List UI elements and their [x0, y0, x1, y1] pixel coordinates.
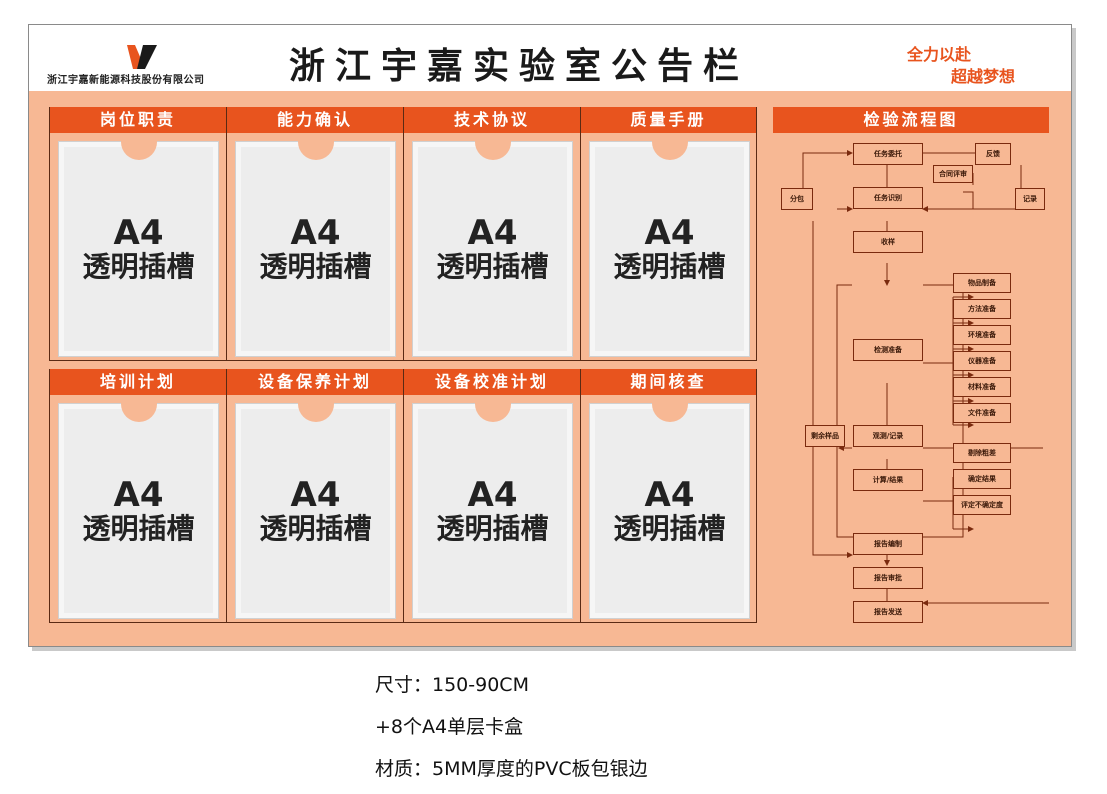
slot-size-label: A4	[467, 213, 518, 253]
flow-node-report-send: 报告发送	[853, 601, 923, 623]
pocket-notch	[652, 396, 688, 422]
flow-node-task-identify: 任务识别	[853, 187, 923, 209]
flow-node-material-prep: 材料准备	[953, 377, 1011, 397]
flow-node-observe-record: 观测/记录	[853, 425, 923, 447]
pocket-notch	[298, 396, 334, 422]
flow-node-report-approve: 报告审批	[853, 567, 923, 589]
slot-size-label: A4	[113, 213, 164, 253]
yj-logo-icon	[127, 45, 157, 69]
flow-node-remaining-sample: 剩余样品	[805, 425, 845, 447]
slot-pocket-label: 透明插槽	[82, 512, 195, 545]
slot-pocket-label: 透明插槽	[436, 512, 549, 545]
slot-title: 岗位职责	[50, 107, 226, 133]
board-title: 浙江宇嘉实验室公告栏	[289, 46, 750, 87]
slot-pocket-label: 透明插槽	[82, 250, 195, 283]
slot-title: 期间核查	[581, 369, 756, 395]
slot-size-label: A4	[290, 213, 341, 253]
slot-title: 技术协议	[404, 107, 580, 133]
flow-node-determine-result: 确定结果	[953, 469, 1011, 489]
slot-size-label: A4	[113, 475, 164, 515]
slot-pocket-label: 透明插槽	[436, 250, 549, 283]
slot-pocket-label: 透明插槽	[613, 512, 726, 545]
flow-node-report-prepare: 报告编制	[853, 533, 923, 555]
caption-boxes: +8个A4单层卡盒	[375, 716, 524, 738]
caption-size: 尺寸：150-90CM	[375, 674, 529, 696]
slot-size-label: A4	[290, 475, 341, 515]
flow-node-feedback: 反馈	[975, 143, 1011, 165]
slogan-line-1: 全力以赴	[907, 45, 972, 64]
flow-node-method-prep: 方法准备	[953, 299, 1011, 319]
company-name: 浙江宇嘉新能源科技股份有限公司	[47, 75, 205, 86]
caption-material: 材质：5MM厚度的PVC板包银边	[375, 758, 648, 780]
slot-pocket-label: 透明插槽	[259, 250, 372, 283]
flow-node-env-prep: 环境准备	[953, 325, 1011, 345]
flow-node-item-prep: 物品制备	[953, 273, 1011, 293]
slot-title: 设备校准计划	[404, 369, 580, 395]
pocket-notch	[475, 396, 511, 422]
slot-title: 质量手册	[581, 107, 756, 133]
slot-size-label: A4	[644, 213, 695, 253]
flow-node-subcontract: 分包	[781, 188, 813, 210]
slot-title: 培训计划	[50, 369, 226, 395]
pocket-notch	[652, 134, 688, 160]
slot-pocket-label: 透明插槽	[613, 250, 726, 283]
slot-size-label: A4	[467, 475, 518, 515]
pocket-notch	[298, 134, 334, 160]
flow-chart-title: 检验流程图	[773, 107, 1049, 133]
slot-pocket-label: 透明插槽	[259, 512, 372, 545]
flow-node-receive-sample: 收样	[853, 231, 923, 253]
pocket-notch	[475, 134, 511, 160]
flow-node-contract-review: 合同评审	[933, 165, 973, 183]
flow-node-instrument-prep: 仪器准备	[953, 351, 1011, 371]
slogan-line-2: 超越梦想	[951, 67, 1016, 86]
flow-node-eval-uncertainty: 评定不确定度	[953, 495, 1011, 515]
flow-node-document-prep: 文件准备	[953, 403, 1011, 423]
pocket-notch	[121, 134, 157, 160]
flow-node-remove-error: 剔除粗差	[953, 443, 1011, 463]
pocket-notch	[121, 396, 157, 422]
slot-size-label: A4	[644, 475, 695, 515]
flow-node-calc-result: 计算/结果	[853, 469, 923, 491]
flow-node-task-commission: 任务委托	[853, 143, 923, 165]
notice-board: 浙江宇嘉新能源科技股份有限公司 浙江宇嘉实验室公告栏 全力以赴 超越梦想 岗位职…	[28, 24, 1072, 647]
board-header: 浙江宇嘉新能源科技股份有限公司 浙江宇嘉实验室公告栏 全力以赴 超越梦想	[29, 25, 1071, 91]
slot-title: 设备保养计划	[227, 369, 403, 395]
slot-title: 能力确认	[227, 107, 403, 133]
flow-node-record: 记录	[1015, 188, 1045, 210]
flow-node-test-prep: 检测准备	[853, 339, 923, 361]
